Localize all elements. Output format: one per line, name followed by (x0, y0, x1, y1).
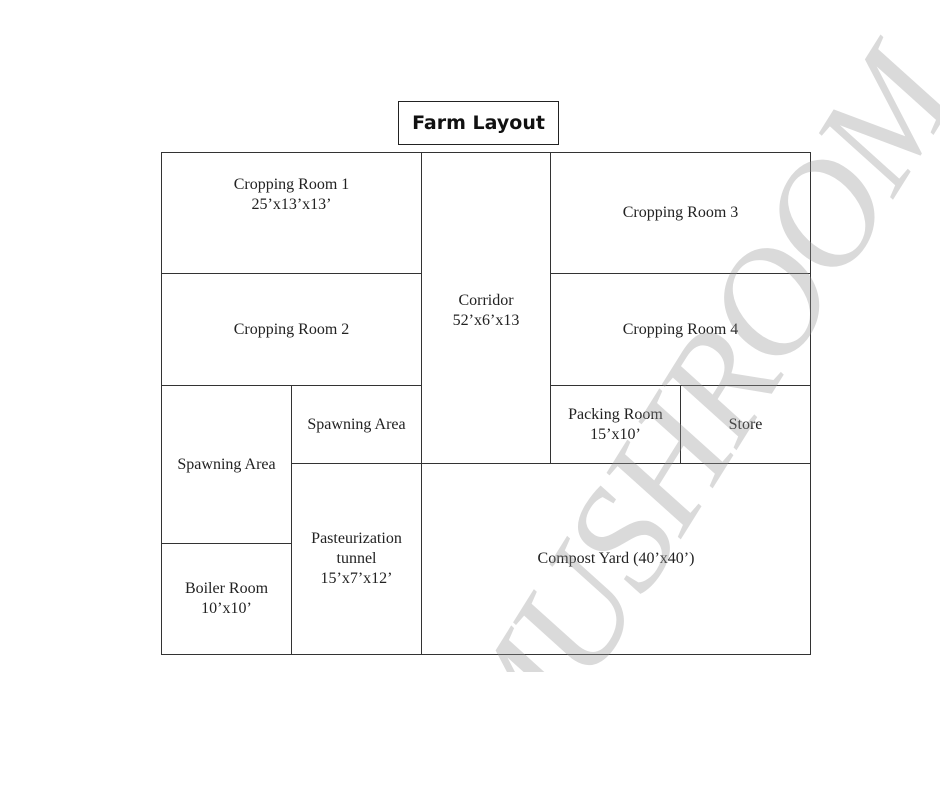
room-size: 25’x13’x13’ (251, 196, 332, 213)
room-size: 52’x6’x13 (452, 312, 520, 329)
cropping-room-4: Cropping Room 4 (550, 273, 811, 386)
room-label: Compost Yard (40’x40’) (537, 550, 695, 567)
cropping-room-1: Cropping Room 1 25’x13’x13’ (161, 152, 422, 274)
room-label: Packing Room (568, 405, 663, 423)
store: Store (680, 385, 811, 464)
pasteurization-tunnel: Pasteurization tunnel 15’x7’x12’ (291, 463, 422, 655)
corridor: Corridor 52’x6’x13 (421, 152, 551, 464)
room-label: Spawning Area (307, 415, 406, 433)
room-label: Boiler Room (184, 580, 269, 597)
room-size: 10’x10’ (201, 600, 252, 617)
compost-yard: Compost Yard (40’x40’) (421, 463, 811, 655)
room-label: Pasteurization tunnel (311, 530, 402, 567)
room-label: Spawning Area (177, 455, 276, 473)
room-size: 15’x10’ (590, 425, 641, 443)
cropping-room-2: Cropping Room 2 (161, 273, 422, 386)
room-label: Store (728, 415, 763, 433)
spawning-area-left: Spawning Area (161, 385, 292, 544)
spawning-area-small: Spawning Area (291, 385, 422, 464)
cropping-room-3: Cropping Room 3 (550, 152, 811, 274)
room-size: 15’x7’x12’ (320, 570, 393, 587)
room-label: Cropping Room 3 (622, 204, 739, 221)
room-label: Cropping Room 2 (233, 320, 350, 338)
diagram-title: Farm Layout (398, 101, 559, 145)
room-label: Cropping Room 1 (233, 176, 350, 193)
boiler-room: Boiler Room 10’x10’ (161, 543, 292, 655)
room-label: Corridor (458, 292, 514, 309)
packing-room: Packing Room 15’x10’ (550, 385, 681, 464)
room-label: Cropping Room 4 (622, 320, 739, 338)
